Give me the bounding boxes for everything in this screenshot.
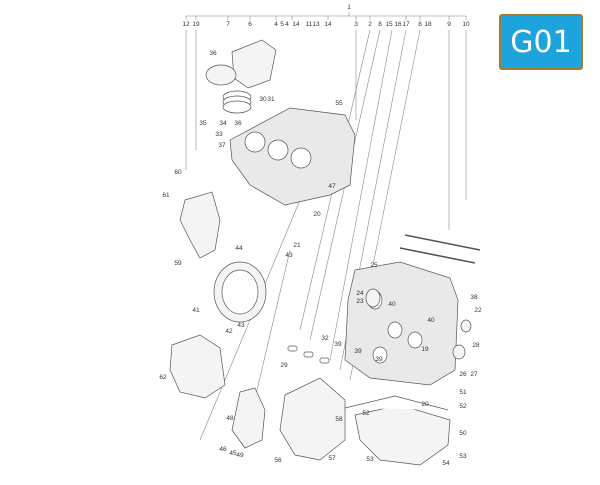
- callout-top: 11: [305, 20, 313, 28]
- callout: 30: [259, 95, 267, 103]
- callout-title: 1: [347, 3, 351, 11]
- callout: 54: [442, 459, 450, 467]
- callout: 46: [219, 445, 227, 453]
- callout: 37: [218, 141, 226, 149]
- callout: 19: [421, 345, 429, 353]
- callout-top: 7: [226, 20, 230, 28]
- callout: 43: [285, 251, 293, 259]
- callout: 49: [236, 451, 244, 459]
- callout: 38: [470, 293, 478, 301]
- callout: 41: [192, 306, 200, 314]
- callout: 39: [375, 355, 383, 363]
- callout-top: 5: [280, 20, 284, 28]
- callout: 20: [421, 400, 429, 408]
- callout: 48: [226, 414, 234, 422]
- callout: 40: [427, 316, 435, 324]
- callout-top: 17: [402, 20, 410, 28]
- callout-top: 8: [418, 20, 422, 28]
- callout: 43: [237, 321, 245, 329]
- callout: 36: [234, 119, 242, 127]
- callout: 31: [267, 95, 275, 103]
- top-leader-ticks: [185, 16, 467, 20]
- callout-top: 4: [274, 20, 278, 28]
- callout-top: 6: [248, 20, 252, 28]
- callout-top: 10: [462, 20, 470, 28]
- callout: 56: [274, 456, 282, 464]
- callout: 21: [293, 241, 301, 249]
- callout-top: 14: [292, 20, 300, 28]
- callout: 35: [199, 119, 207, 127]
- callout: 36: [209, 49, 217, 57]
- callout: 23: [356, 297, 364, 305]
- callout: 34: [219, 119, 227, 127]
- callout-top: 15: [385, 20, 393, 28]
- callout-top: 8: [378, 20, 382, 28]
- callout: 53: [459, 452, 467, 460]
- callout: 52: [362, 409, 370, 417]
- diagram-group-badge: G01: [499, 14, 583, 70]
- callout: 51: [459, 388, 467, 396]
- callout: 33: [215, 130, 223, 138]
- callout: 55: [335, 99, 343, 107]
- callout: 42: [225, 327, 233, 335]
- callout: 47: [328, 182, 336, 190]
- callout: 25: [370, 261, 378, 269]
- callout: 40: [388, 300, 396, 308]
- callout: 52: [459, 402, 467, 410]
- callout: 59: [174, 259, 182, 267]
- callout-top: 13: [312, 20, 320, 28]
- callout: 22: [474, 306, 482, 314]
- callout: 39: [334, 340, 342, 348]
- callout-top: 12: [182, 20, 190, 28]
- callout-top: 16: [394, 20, 402, 28]
- callout: 50: [459, 429, 467, 437]
- callout: 57: [328, 454, 336, 462]
- callout: 60: [174, 168, 182, 176]
- callout: 28: [472, 341, 480, 349]
- callout-top: 3: [354, 20, 358, 28]
- callout: 53: [366, 455, 374, 463]
- callout: 58: [335, 415, 343, 423]
- callout: 26: [459, 370, 467, 378]
- callout-top: 4: [285, 20, 289, 28]
- callout: 62: [159, 373, 167, 381]
- callout: 44: [235, 244, 243, 252]
- callout-top: 9: [447, 20, 451, 28]
- callout: 20: [313, 210, 321, 218]
- callout: 45: [229, 449, 237, 457]
- callout: 24: [356, 289, 364, 297]
- callout-top: 18: [424, 20, 432, 28]
- callout-top: 14: [324, 20, 332, 28]
- callout: 39: [354, 347, 362, 355]
- callout-top: 19: [192, 20, 200, 28]
- callout: 29: [280, 361, 288, 369]
- callout-top: 2: [368, 20, 372, 28]
- callout: 32: [321, 334, 329, 342]
- badge-label: G01: [510, 24, 572, 60]
- callout: 61: [162, 191, 170, 199]
- callout: 27: [470, 370, 478, 378]
